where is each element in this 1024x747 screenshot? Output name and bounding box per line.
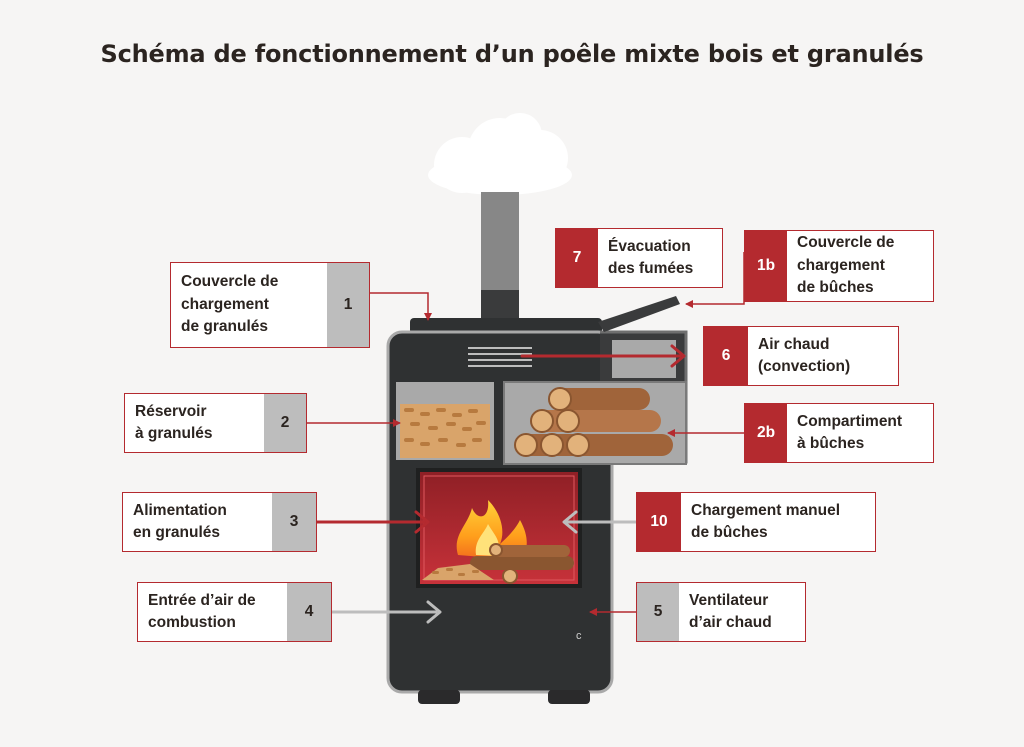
callout-combustion-air-text: Entrée d’air de combustion: [148, 591, 256, 631]
diagram-title: Schéma de fonctionnement d’un poêle mixt…: [100, 40, 924, 68]
callout-log-lid: 1b Couvercle de chargement de bûches: [744, 230, 934, 302]
callout-pellet-feed-number: 3: [272, 493, 316, 551]
callout-log-compartment-number: 2b: [745, 404, 787, 462]
log-loading-lid: [598, 296, 680, 332]
callout-pellet-reservoir-text: Réservoir à granulés: [135, 402, 213, 442]
flow-arrows: [315, 344, 686, 624]
stove-top-lid: [410, 318, 602, 334]
smoke-cloud: [428, 113, 572, 195]
callout-hot-air-number: 6: [704, 327, 748, 385]
callout-manual-log-loading-number: 10: [637, 493, 681, 551]
callout-hot-air-fan: 5 Ventilateur d’air chaud: [636, 582, 806, 642]
chimney-flue: [481, 192, 519, 322]
callout-pellet-lid-text: Couvercle de chargement de granulés: [181, 273, 279, 336]
callout-pellet-feed: Alimentation en granulés 3: [122, 492, 317, 552]
callout-manual-log-loading: 10 Chargement manuel de bûches: [636, 492, 876, 552]
vent-grille: [468, 347, 532, 367]
firebox-pellets: [422, 564, 494, 580]
callout-pellet-feed-text: Alimentation en granulés: [133, 501, 227, 541]
callout-pellet-lid: Couvercle de chargement de granulés 1: [170, 262, 370, 348]
callout-combustion-air-number: 4: [287, 583, 331, 641]
callout-log-lid-number: 1b: [745, 231, 787, 301]
log-stack: [514, 387, 673, 457]
stove-foot-left: [418, 690, 460, 704]
callout-hot-air-fan-text: Ventilateur d’air chaud: [689, 591, 772, 631]
callout-manual-log-loading-text: Chargement manuel de bûches: [691, 501, 841, 541]
firebox-logs: [470, 543, 574, 584]
callout-hot-air: 6 Air chaud (convection): [703, 326, 899, 386]
callout-log-compartment: 2b Compartiment à bûches: [744, 403, 934, 463]
callout-smoke-exhaust-text: Évacuation des fumées: [608, 237, 694, 277]
callout-pellet-reservoir: Réservoir à granulés 2: [124, 393, 307, 453]
control-knob-icon: c: [576, 630, 582, 642]
callout-smoke-exhaust: 7 Évacuation des fumées: [555, 228, 723, 288]
callout-pellet-lid-number: 1: [327, 263, 369, 347]
callout-pellet-reservoir-number: 2: [264, 394, 306, 452]
callout-combustion-air: Entrée d’air de combustion 4: [137, 582, 332, 642]
callout-smoke-exhaust-number: 7: [556, 229, 598, 287]
pellet-reservoir: [396, 382, 494, 460]
callout-log-lid-text: Couvercle de chargement de bûches: [797, 234, 895, 297]
callout-hot-air-text: Air chaud (convection): [758, 335, 851, 375]
callout-log-compartment-text: Compartiment à bûches: [797, 412, 903, 452]
stove-foot-right: [548, 690, 590, 704]
callout-hot-air-fan-number: 5: [637, 583, 679, 641]
